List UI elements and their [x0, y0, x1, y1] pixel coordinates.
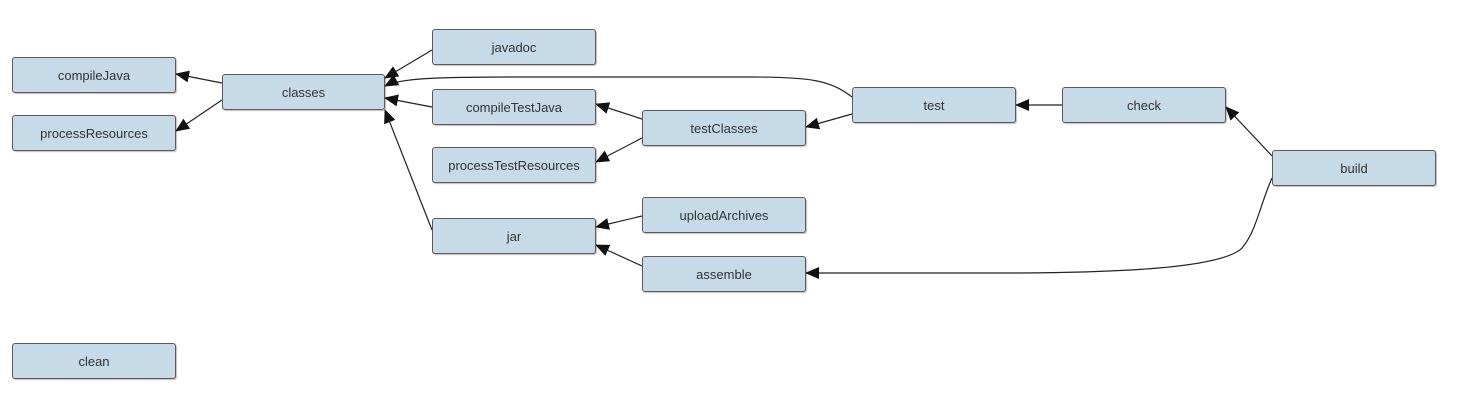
task-label: test	[923, 97, 945, 113]
edge-testClasses-to-processTestResources	[595, 137, 643, 163]
task-node-processResources[interactable]: processResources	[12, 115, 176, 151]
edge-test-to-testClasses	[805, 113, 853, 130]
task-label: build	[1340, 160, 1368, 176]
task-node-build[interactable]: build	[1272, 150, 1436, 186]
edge-build-to-check	[1225, 106, 1273, 157]
task-label: check	[1127, 97, 1161, 113]
task-node-processTestResources[interactable]: processTestResources	[432, 147, 596, 183]
edge-classes-to-compileJava	[175, 70, 223, 84]
task-label: jar	[506, 228, 522, 244]
edge-build-to-assemble	[805, 177, 1273, 279]
task-node-test[interactable]: test	[852, 87, 1016, 123]
edge-compileTestJava-to-classes	[384, 94, 433, 108]
task-label: javadoc	[491, 39, 537, 55]
task-node-assemble[interactable]: assemble	[642, 256, 806, 292]
task-node-compileTestJava[interactable]: compileTestJava	[432, 89, 596, 125]
task-label: classes	[281, 84, 326, 100]
task-node-classes[interactable]: classes	[222, 74, 385, 110]
edge-javadoc-to-classes	[384, 49, 433, 79]
task-node-javadoc[interactable]: javadoc	[432, 29, 596, 65]
edge-test-to-classes	[384, 74, 853, 98]
task-node-clean[interactable]: clean	[12, 343, 176, 379]
task-node-uploadArchives[interactable]: uploadArchives	[642, 197, 806, 233]
task-label: clean	[78, 353, 110, 369]
task-label: compileTestJava	[465, 99, 563, 115]
task-label: assemble	[696, 266, 752, 282]
edge-assemble-to-jar	[595, 244, 643, 267]
task-label: processTestResources	[448, 157, 580, 173]
task-label: uploadArchives	[679, 207, 769, 223]
task-node-compileJava[interactable]: compileJava	[12, 57, 176, 93]
edge-testClasses-to-compileTestJava	[595, 102, 643, 120]
edge-jar-to-classes	[384, 109, 433, 231]
task-label: testClasses	[690, 120, 758, 136]
edge-uploadArchives-to-jar	[595, 215, 643, 230]
task-label: compileJava	[57, 67, 131, 83]
task-node-check[interactable]: check	[1062, 87, 1226, 123]
edge-classes-to-processResources	[175, 99, 223, 132]
task-node-testClasses[interactable]: testClasses	[642, 110, 806, 146]
task-label: processResources	[40, 125, 148, 141]
task-node-jar[interactable]: jar	[432, 218, 596, 254]
